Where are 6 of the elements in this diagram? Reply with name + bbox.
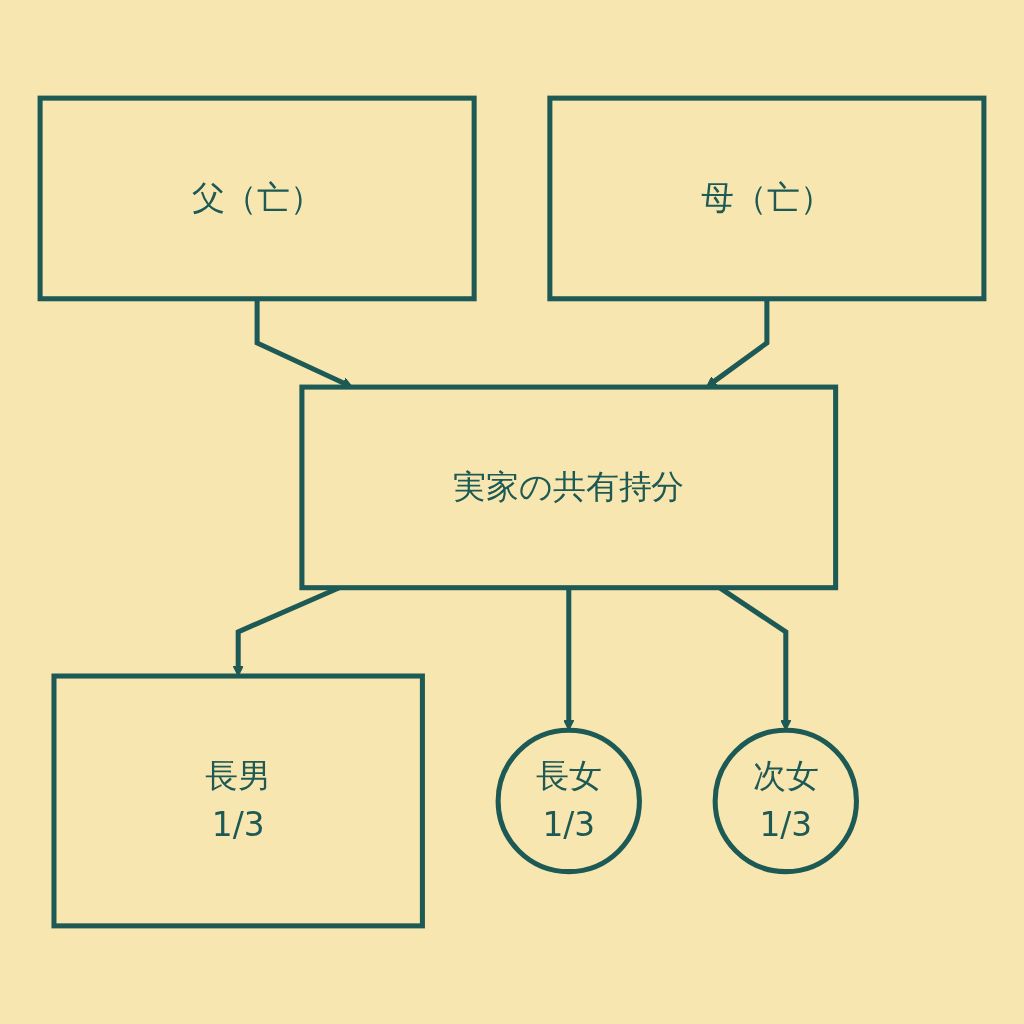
node-box: 母（亡） xyxy=(547,95,987,302)
node-circle: 長女 1/3 xyxy=(495,727,642,875)
node-circle: 次女 1/3 xyxy=(712,727,859,875)
node-box: 実家の共有持分 xyxy=(299,384,839,591)
node-box: 長男 1/3 xyxy=(51,673,425,929)
node-box: 父（亡） xyxy=(37,95,477,302)
